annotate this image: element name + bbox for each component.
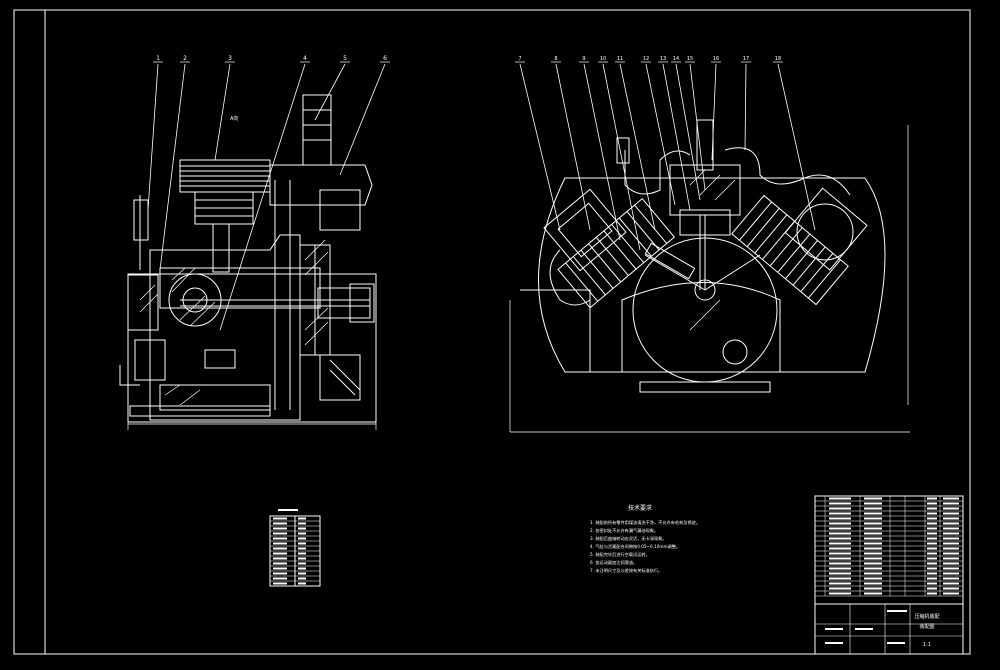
leader-number: 10 [600,56,606,62]
leader-number: 5 [343,55,347,62]
outer-border [13,9,971,655]
view-label: A向 [230,115,238,122]
leader-number: 2 [183,55,187,62]
leader-number: 7 [518,56,521,62]
leader-number: 6 [383,55,387,62]
note-line: 5. 装配完毕后进行空载试运转。 [590,551,650,558]
note-line: 2. 各密封处不允许有漏气漏油现象。 [590,527,658,534]
leader-number: 16 [713,56,719,62]
leader-number: 14 [673,56,679,62]
left-section-view [119,63,386,430]
title-sub: 装配图 [919,623,934,630]
leader-number: 1 [156,55,160,62]
right-front-view [509,63,910,433]
notes-text: 技术要求 1. 装配前所有零件用煤油清洗干净，不允许有毛刺及锈迹。 2. 各密封… [590,504,700,574]
title-block-text: 压缩机装配 装配图 1:1 [914,613,939,648]
title-name: 压缩机装配 [914,613,939,620]
leader-number: 17 [743,56,749,62]
leader-number: 15 [687,56,693,62]
leader-number: 8 [554,56,557,62]
note-line: 1. 装配前所有零件用煤油清洗干净，不允许有毛刺及锈迹。 [590,519,700,526]
note-line: 7. 未注明尺寸及公差按有关标准执行。 [590,567,662,574]
note-line: 3. 装配后曲轴转动应灵活，无卡滞现象。 [590,535,667,542]
leader-number: 13 [660,56,666,62]
inner-border [44,9,971,655]
leader-number: 18 [775,56,781,62]
leader-number: 3 [228,55,232,62]
leader-number: 4 [303,55,307,62]
leader-number: 12 [643,56,649,62]
note-line: 4. 气缸与活塞配合间隙按0.05~0.10mm调整。 [590,543,680,550]
title-scale: 1:1 [923,642,931,648]
leader-number: 9 [582,56,585,62]
note-line: 6. 各运动副加注润滑油。 [590,559,637,566]
notes-title: 技术要求 [628,504,652,512]
title-block [814,495,964,655]
parts-spec-table [269,509,321,587]
leader-number: 11 [617,56,623,62]
